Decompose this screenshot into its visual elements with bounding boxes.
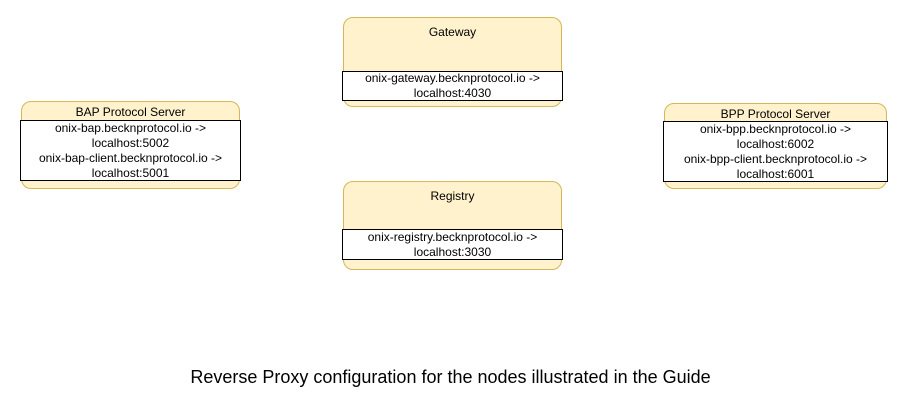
node-registry: Registry onix-registry.becknprotocol.io … [342,181,563,270]
node-bap-proxy-mapping: onix-bap.becknprotocol.io -> localhost:5… [20,120,241,181]
node-bpp-proxy-mapping: onix-bpp.becknprotocol.io -> localhost:6… [663,121,888,182]
node-gateway-proxy-mapping: onix-gateway.becknprotocol.io -> localho… [342,71,563,101]
node-gateway: Gateway onix-gateway.becknprotocol.io ->… [342,17,563,107]
node-registry-proxy-mapping: onix-registry.becknprotocol.io -> localh… [342,229,563,260]
node-bpp-protocol-server: BPP Protocol Server onix-bpp.becknprotoc… [663,103,888,189]
diagram-caption: Reverse Proxy configuration for the node… [190,367,711,387]
node-registry-title: Registry [430,189,475,203]
node-gateway-title: Gateway [428,25,477,39]
node-bpp-title: BPP Protocol Server [720,107,831,121]
node-bap-title: BAP Protocol Server [75,105,186,119]
node-bap-protocol-server: BAP Protocol Server onix-bap.becknprotoc… [20,101,241,189]
